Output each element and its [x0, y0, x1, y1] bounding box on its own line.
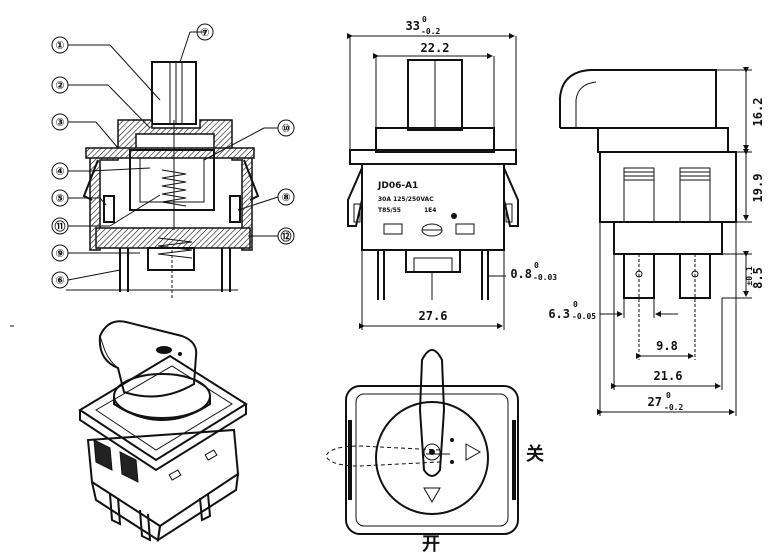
- dim-terminal-thickness: 0.8: [510, 267, 532, 281]
- dim-body-depth-tol-top: 0: [666, 391, 671, 400]
- dim-width-total-tol-bottom: -0.2: [421, 27, 440, 36]
- callout-11: ⑪: [55, 219, 66, 233]
- callout-8: ⑧: [281, 191, 290, 204]
- dim-body-depth: 27: [648, 395, 662, 409]
- callout-6: ⑥: [55, 274, 64, 287]
- dim-width-total-tol-top: 0: [422, 15, 427, 24]
- dim-terminal-thickness-tol-bottom: -0.03: [533, 273, 557, 282]
- on-label: 开: [422, 534, 440, 555]
- callout-10: ⑩: [281, 122, 290, 135]
- rating-line-1: 30A 125/250VAC: [378, 196, 434, 203]
- dim-terminal-width-tol-bottom: -0.05: [572, 312, 596, 321]
- model-text: JD06-A1: [377, 181, 418, 191]
- cross-section-view: ① ② ③ ④ ⑤ ⑪ ⑨ ⑥ ⑦ ⑩ ⑧ ⑫: [51, 23, 295, 300]
- callout-1: ①: [55, 39, 64, 52]
- dim-knob-width: 22.2: [421, 41, 450, 55]
- callout-7: ⑦: [200, 26, 209, 39]
- callout-group: ① ② ③ ④ ⑤ ⑪ ⑨ ⑥ ⑦ ⑩ ⑧ ⑫: [51, 23, 295, 289]
- dim-terminal-height-tol: ±0.1: [745, 266, 754, 285]
- rating-line-3: 1E4: [424, 207, 436, 214]
- callout-12: ⑫: [281, 229, 292, 243]
- dim-terminal-width: 6.3: [548, 307, 570, 321]
- dim-body-depth-tol-bottom: -0.2: [664, 403, 683, 412]
- dim-terminal-span: 21.6: [654, 369, 683, 383]
- dim-terminal-thickness-tol-top: 0: [534, 261, 539, 270]
- top-view: 关 开: [325, 349, 544, 555]
- callout-2: ②: [55, 79, 64, 92]
- dim-width-total: 33: [406, 19, 420, 33]
- rating-line-2: T85/55: [378, 207, 401, 214]
- callout-3: ③: [55, 116, 64, 129]
- dim-terminal-height: 8.5: [751, 267, 765, 289]
- dim-knob-height: 16.2: [751, 98, 765, 127]
- dim-body-height: 19.9: [751, 174, 765, 203]
- dim-terminal-width-tol-top: 0: [573, 300, 578, 309]
- callout-9: ⑨: [55, 247, 64, 260]
- callout-4: ④: [55, 165, 64, 178]
- isometric-view: [78, 320, 248, 543]
- callout-5: ⑤: [55, 192, 64, 205]
- off-label: 关: [526, 443, 544, 465]
- dim-terminal-pitch: 9.8: [656, 339, 678, 353]
- side-view: 16.2 19.9 8.5 ±0.1 6.3 0 -0.05 9.8 21.6 …: [548, 67, 765, 416]
- dim-body-width: 27.6: [419, 309, 448, 323]
- front-view: JD06-A1 30A 125/250VAC T85/55 1E4 33 0 -…: [347, 15, 557, 330]
